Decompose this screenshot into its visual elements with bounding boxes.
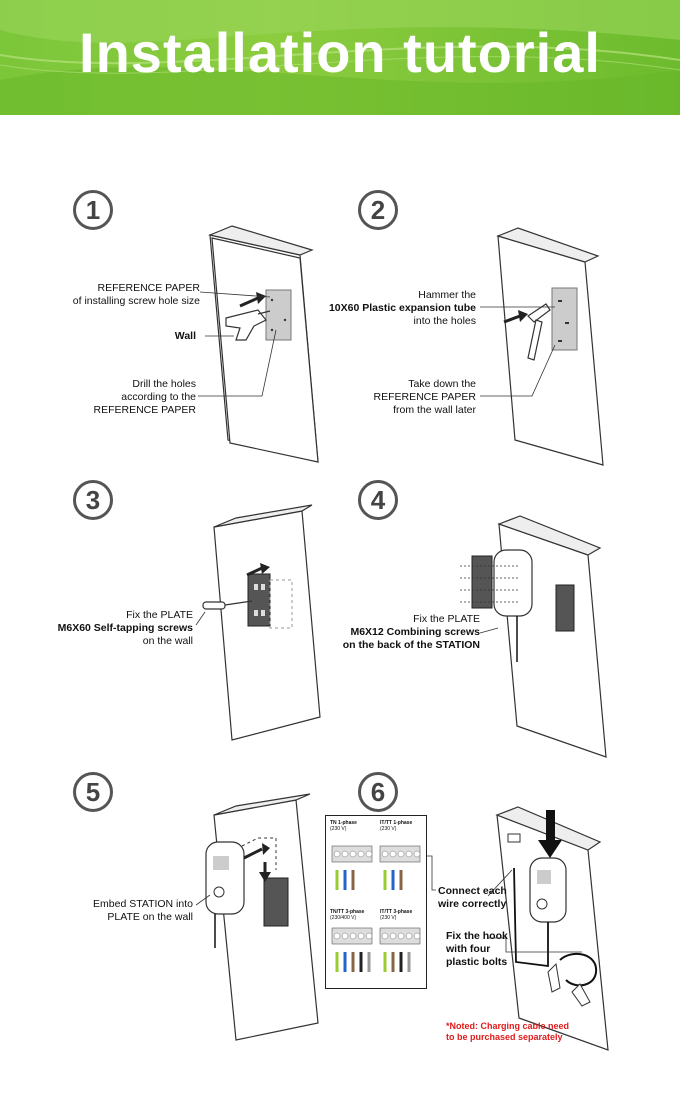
step-number-4: 4 <box>358 480 398 520</box>
step-number-2: 2 <box>358 190 398 230</box>
wiring-it3-title: IT/TT 3-phase <box>380 909 413 915</box>
wall-sheet-1-back <box>209 234 319 463</box>
wiring-diagram-panel: TN 1-phase (230 V) IT/TT 1-phase (230 V)… <box>325 815 427 989</box>
screwdriver-icon <box>202 600 253 610</box>
terminal-blocks-icon <box>331 845 421 972</box>
header-wave-decoration <box>0 0 680 115</box>
wall-sheet-3 <box>213 510 321 741</box>
page-title: Installation tutorial <box>79 21 601 84</box>
charging-cable-icon <box>559 952 598 987</box>
reference-paper-1 <box>265 289 292 341</box>
step-number-3: 3 <box>73 480 113 520</box>
step1-wall-label: Wall <box>174 330 196 342</box>
wall-sheet-4 <box>498 523 607 758</box>
charging-station-5 <box>205 841 245 915</box>
charging-station-4 <box>493 549 533 617</box>
wiring-it1-title: IT/TT 1-phase <box>380 820 413 826</box>
step-number-1: 1 <box>73 190 113 230</box>
wiring-tn1-title: TN 1-phase <box>330 820 357 826</box>
hammer-icon <box>527 303 551 361</box>
drill-icon <box>225 309 271 341</box>
wall-sheet-1 <box>211 237 319 463</box>
header-banner: Installation tutorial <box>0 0 680 115</box>
charging-station-6 <box>529 857 567 923</box>
step-number-6: 6 <box>358 772 398 812</box>
wiring-tn3-title: TN/TT 3-phase <box>330 909 365 915</box>
wall-sheet-2 <box>497 235 604 466</box>
step-number-5: 5 <box>73 772 113 812</box>
wall-sheet-5 <box>213 799 319 1041</box>
